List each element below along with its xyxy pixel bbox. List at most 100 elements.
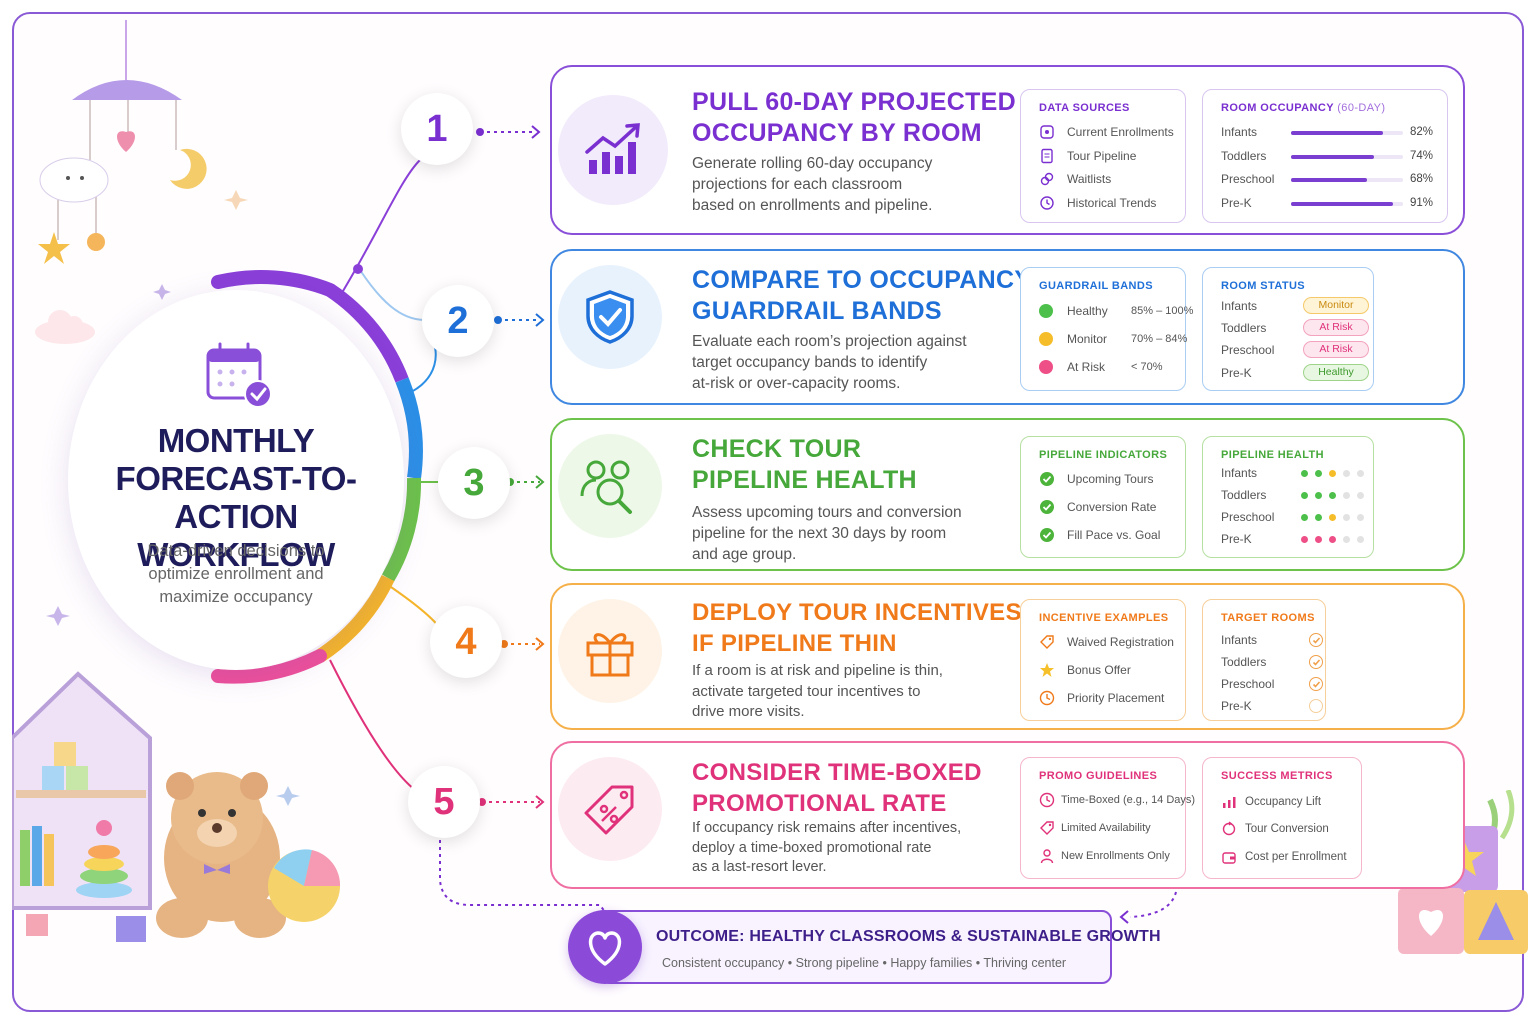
outcome-heart-badge: [568, 910, 642, 984]
data-source-item: Historical Trends: [1039, 193, 1175, 213]
panel-title: TARGET ROOMS: [1221, 612, 1315, 624]
outcome-title: OUTCOME: HEALTHY CLASSROOMS & SUSTAINABL…: [656, 928, 1161, 945]
step-1-badge: 1: [401, 93, 473, 165]
metric-item: Tour Conversion: [1221, 819, 1351, 839]
check-circle-icon: [1040, 472, 1054, 486]
guideline-item: New Enrollments Only: [1039, 846, 1175, 866]
target-room-row: Preschool: [1221, 674, 1323, 694]
indicator-row: Fill Pace vs. Goal: [1039, 525, 1175, 545]
link-icon: [1040, 172, 1054, 186]
incentive-item: Priority Placement: [1039, 688, 1175, 708]
pipeline-health-row: Infants: [1221, 463, 1364, 483]
clock-icon: [1039, 792, 1055, 808]
pipeline-dot: [1329, 492, 1336, 499]
wallet-icon: [1222, 852, 1236, 864]
checked-circle-icon: [1309, 655, 1323, 669]
step-4-badge: 4: [430, 606, 502, 678]
step-4-icon-circle: [558, 599, 662, 703]
history-icon: [1040, 196, 1054, 210]
occupancy-bar: [1291, 178, 1368, 182]
panel-title: PROMO GUIDELINES: [1039, 770, 1158, 782]
panel-title: SUCCESS METRICS: [1221, 770, 1333, 782]
panel-title: ROOM OCCUPANCY (60-DAY): [1221, 102, 1386, 114]
panel-title: PIPELINE HEALTH: [1221, 449, 1324, 461]
data-source-item: Waitlists: [1039, 169, 1175, 189]
step-5-icon-circle: [558, 757, 662, 861]
pipeline-dot: [1315, 492, 1322, 499]
pipeline-dot: [1315, 536, 1322, 543]
pipeline-dot: [1329, 536, 1336, 543]
shield-check-icon: [586, 290, 634, 344]
guideline-item: Time-Boxed (e.g., 14 Days): [1039, 790, 1195, 810]
tag-icon: [1040, 821, 1054, 835]
target-room-row: Infants: [1221, 630, 1323, 650]
occupancy-bar: [1291, 155, 1374, 159]
pipeline-dot: [1357, 514, 1364, 521]
data-source-item: Tour Pipeline: [1039, 146, 1175, 166]
outcome-banner: OUTCOME: HEALTHY CLASSROOMS & SUSTAINABL…: [600, 910, 1161, 984]
empty-circle-icon: [1309, 699, 1323, 713]
metric-item: Occupancy Lift: [1221, 792, 1351, 812]
workflow-title: MONTHLY FORECAST-TO-ACTION WORKFLOW: [115, 422, 357, 573]
panel-title: INCENTIVE EXAMPLES: [1039, 612, 1169, 624]
people-search-icon: [580, 460, 632, 514]
pipeline-dot: [1357, 536, 1364, 543]
pipeline-health-panel: PIPELINE HEALTH Infants Toddlers Prescho…: [1202, 436, 1374, 558]
step-2-icon-circle: [558, 265, 662, 369]
data-sources-panel: DATA SOURCES Current Enrollments Tour Pi…: [1020, 89, 1186, 223]
incentive-item: Waived Registration: [1039, 632, 1175, 652]
pipeline-dot: [1357, 470, 1364, 477]
occupancy-bar: [1291, 131, 1383, 135]
incentive-examples-panel: INCENTIVE EXAMPLES Waived Registration B…: [1020, 599, 1186, 721]
data-source-item: Current Enrollments: [1039, 122, 1175, 142]
pipeline-dot: [1315, 514, 1322, 521]
workflow-hub: MONTHLY FORECAST-TO-ACTION WORKFLOW Data…: [68, 290, 404, 670]
pipeline-dot: [1329, 470, 1336, 477]
status-badge: At Risk: [1303, 319, 1369, 336]
target-rooms-panel: TARGET ROOMS Infants Toddlers Preschool …: [1202, 599, 1326, 721]
percent-tag-icon: [584, 785, 634, 835]
step-5-description: If occupancy risk remains after incentiv…: [692, 820, 962, 875]
heart-icon: [588, 931, 622, 966]
step-3-icon-circle: [558, 434, 662, 538]
status-badge: Healthy: [1303, 364, 1369, 381]
star-icon: [1040, 663, 1054, 677]
pipeline-health-row: Pre-K: [1221, 529, 1364, 549]
pipeline-dot: [1343, 514, 1350, 521]
pipeline-dot: [1301, 492, 1308, 499]
guideline-item: Limited Availability: [1039, 818, 1175, 838]
step-4-description: If a room is at risk and pipeline is thi…: [692, 662, 943, 720]
step-1-icon-circle: [558, 95, 668, 205]
pipeline-dot: [1329, 514, 1336, 521]
checked-circle-icon: [1309, 633, 1323, 647]
clock-icon: [1039, 690, 1055, 706]
pipeline-dot: [1301, 470, 1308, 477]
checked-circle-icon: [1309, 677, 1323, 691]
promo-guidelines-panel: PROMO GUIDELINES Time-Boxed (e.g., 14 Da…: [1020, 757, 1195, 879]
step-5-badge: 5: [408, 766, 480, 838]
pipeline-dot: [1301, 514, 1308, 521]
enrollment-icon: [1040, 125, 1054, 139]
metric-item: Cost per Enrollment: [1221, 847, 1351, 867]
panel-title: PIPELINE INDICATORS: [1039, 449, 1168, 461]
success-metrics-panel: SUCCESS METRICS Occupancy Lift Tour Conv…: [1202, 757, 1362, 879]
pipeline-health-row: Toddlers: [1221, 485, 1364, 505]
